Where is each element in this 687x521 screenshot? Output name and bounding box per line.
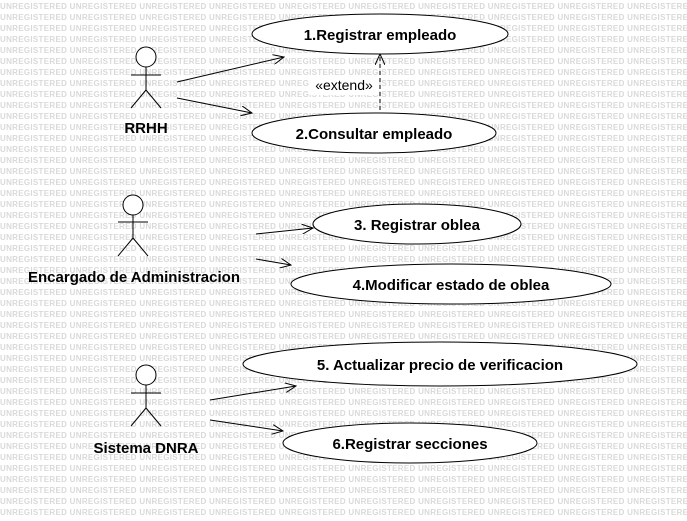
use-case-registrar-secciones[interactable]: 6.Registrar secciones (282, 422, 538, 464)
actor-head (135, 46, 157, 68)
association-rrhh-uc1 (176, 57, 284, 83)
use-case-label: 5. Actualizar precio de verificacion (317, 357, 563, 374)
watermark-text: UNREGISTERED UNREGISTERED UNREGISTERED U… (0, 486, 687, 495)
use-case-ellipse (251, 112, 497, 154)
watermark-text: UNREGISTERED UNREGISTERED UNREGISTERED U… (0, 420, 687, 429)
watermark-text: UNREGISTERED UNREGISTERED UNREGISTERED U… (0, 178, 687, 187)
actor-head (122, 194, 144, 216)
use-case-label: 4.Modificar estado de oblea (353, 277, 550, 294)
actor-leg-right (132, 237, 149, 257)
actor-leg-left (130, 407, 147, 427)
watermark-text: UNREGISTERED UNREGISTERED UNREGISTERED U… (0, 255, 687, 264)
watermark-text: UNREGISTERED UNREGISTERED UNREGISTERED U… (0, 2, 687, 11)
watermark-text: UNREGISTERED UNREGISTERED UNREGISTERED U… (0, 310, 687, 319)
actor-leg-left (117, 237, 134, 257)
extend-label-bg (309, 75, 379, 95)
watermark-text: UNREGISTERED UNREGISTERED UNREGISTERED U… (0, 244, 687, 253)
watermark-text: UNREGISTERED UNREGISTERED UNREGISTERED U… (0, 508, 687, 516)
use-case-label: 2.Consultar empleado (296, 126, 453, 143)
association-admin-uc3 (255, 228, 313, 235)
use-case-modificar-estado-oblea[interactable]: 4.Modificar estado de oblea (290, 263, 612, 305)
watermark-text: UNREGISTERED UNREGISTERED UNREGISTERED U… (0, 299, 687, 308)
use-case-label: 1.Registrar empleado (304, 27, 457, 44)
use-case-consultar-empleado[interactable]: 2.Consultar empleado (251, 112, 497, 154)
watermark-text: UNREGISTERED UNREGISTERED UNREGISTERED U… (0, 189, 687, 198)
use-case-ellipse (242, 341, 638, 387)
watermark-text: UNREGISTERED UNREGISTERED UNREGISTERED U… (0, 387, 687, 396)
use-case-registrar-empleado[interactable]: 1.Registrar empleado (251, 13, 509, 55)
watermark-text: UNREGISTERED UNREGISTERED UNREGISTERED U… (0, 497, 687, 506)
actor-label-rrhh: RRHH (124, 120, 167, 137)
actor-encargado-administracion[interactable]: Encargado de Administracion (28, 194, 240, 286)
watermark-text: UNREGISTERED UNREGISTERED UNREGISTERED U… (0, 200, 687, 209)
watermark-text: UNREGISTERED UNREGISTERED UNREGISTERED U… (0, 156, 687, 165)
watermark-text: UNREGISTERED UNREGISTERED UNREGISTERED U… (0, 321, 687, 330)
use-case-ellipse (251, 13, 509, 55)
association-dnra-uc5 (209, 386, 296, 401)
association-dnra-uc6 (209, 419, 283, 431)
watermark-text: UNREGISTERED UNREGISTERED UNREGISTERED U… (0, 475, 687, 484)
watermark-text: UNREGISTERED UNREGISTERED UNREGISTERED U… (0, 57, 687, 66)
watermark-text: UNREGISTERED UNREGISTERED UNREGISTERED U… (0, 464, 687, 473)
actor-sistema-dnra[interactable]: Sistema DNRA (93, 364, 199, 457)
actor-leg-right (145, 407, 162, 427)
watermark-text: UNREGISTERED UNREGISTERED UNREGISTERED U… (0, 332, 687, 341)
use-case-actualizar-precio[interactable]: 5. Actualizar precio de verificacion (242, 341, 638, 387)
watermark-text: UNREGISTERED UNREGISTERED UNREGISTERED U… (0, 167, 687, 176)
actor-head (135, 364, 157, 386)
association-rrhh-uc2 (176, 97, 252, 113)
extend-label: «extend» (315, 77, 373, 93)
use-case-label: 6.Registrar secciones (332, 436, 487, 453)
use-case-ellipse (290, 263, 612, 305)
use-case-ellipse (312, 203, 522, 245)
watermark-text: UNREGISTERED UNREGISTERED UNREGISTERED U… (0, 101, 687, 110)
actor-label-admin: Encargado de Administracion (28, 269, 240, 286)
actor-leg-left (130, 89, 147, 109)
watermark-text: UNREGISTERED UNREGISTERED UNREGISTERED U… (0, 398, 687, 407)
use-case-registrar-oblea[interactable]: 3. Registrar oblea (312, 203, 522, 245)
actor-leg-right (145, 89, 162, 109)
actor-rrhh[interactable]: RRHH (124, 46, 168, 137)
use-case-label: 3. Registrar oblea (354, 217, 481, 234)
watermark-text: UNREGISTERED UNREGISTERED UNREGISTERED U… (0, 409, 687, 418)
watermark-text: UNREGISTERED UNREGISTERED UNREGISTERED U… (0, 68, 687, 77)
use-case-ellipse (282, 422, 538, 464)
association-admin-uc4 (255, 259, 291, 265)
actor-label-dnra: Sistema DNRA (93, 440, 198, 457)
